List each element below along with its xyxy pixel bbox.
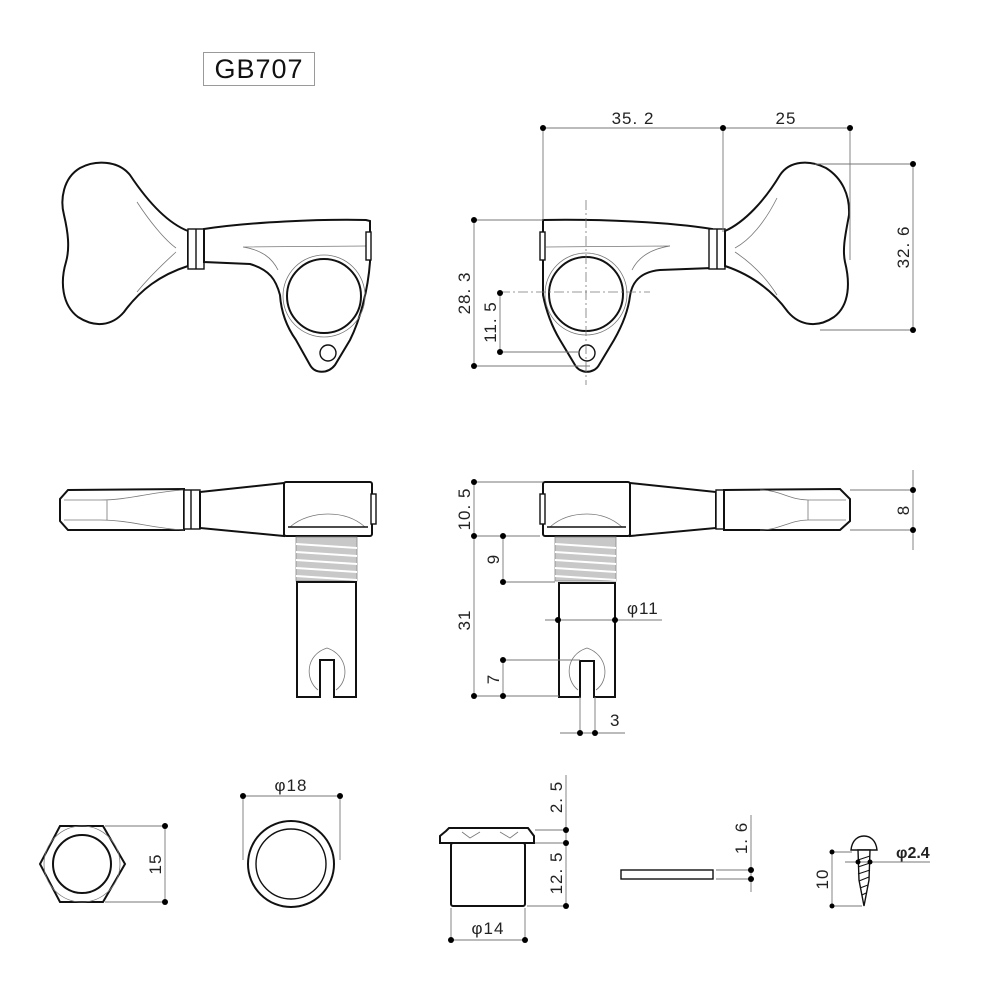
svg-text:9: 9 bbox=[484, 554, 503, 564]
dimension-phi-11: φ11 bbox=[545, 599, 662, 623]
svg-text:28. 3: 28. 3 bbox=[455, 272, 474, 315]
tuner-side-view-right: 10. 5 8 9 31 φ11 bbox=[455, 470, 916, 736]
dimension-9: 9 bbox=[484, 533, 555, 585]
svg-text:25: 25 bbox=[776, 109, 797, 128]
model-title: GB707 bbox=[203, 52, 315, 86]
svg-text:φ18: φ18 bbox=[275, 776, 308, 795]
dimension-28-3: 28. 3 11. 5 bbox=[455, 217, 590, 369]
svg-text:31: 31 bbox=[455, 610, 474, 631]
tuner-front-view-right: 35. 2 25 32. 6 28. 3 11. 5 bbox=[455, 109, 916, 385]
dimension-3: 3 bbox=[560, 697, 625, 736]
washer: φ18 bbox=[240, 776, 343, 908]
tuner-front-view-left bbox=[61, 161, 372, 373]
svg-text:10. 5: 10. 5 bbox=[455, 488, 474, 531]
svg-text:12. 5: 12. 5 bbox=[547, 852, 566, 895]
svg-text:7: 7 bbox=[484, 674, 503, 684]
svg-text:φ2.4: φ2.4 bbox=[896, 845, 930, 862]
svg-text:11. 5: 11. 5 bbox=[481, 301, 500, 343]
svg-text:2. 5: 2. 5 bbox=[547, 781, 566, 813]
dimension-8: 8 bbox=[850, 470, 916, 550]
svg-text:1. 6: 1. 6 bbox=[732, 822, 751, 854]
svg-text:φ11: φ11 bbox=[627, 599, 659, 618]
dimension-10-5: 10. 5 bbox=[455, 479, 543, 696]
dimension-32-6: 32. 6 bbox=[815, 161, 916, 333]
tuner-side-view-left bbox=[59, 481, 377, 698]
dimension-31: 31 bbox=[455, 610, 559, 699]
svg-text:φ14: φ14 bbox=[472, 919, 505, 938]
svg-text:10: 10 bbox=[813, 869, 832, 890]
plate: 1. 6 bbox=[620, 815, 754, 892]
dimension-35-2: 35. 2 25 bbox=[540, 109, 853, 260]
svg-text:32. 6: 32. 6 bbox=[894, 226, 913, 269]
svg-text:35. 2: 35. 2 bbox=[612, 109, 655, 128]
dimension-7: 7 bbox=[484, 657, 580, 699]
svg-text:3: 3 bbox=[610, 711, 620, 730]
svg-text:15: 15 bbox=[146, 854, 165, 875]
hex-nut: 15 bbox=[38, 823, 168, 905]
bushing: 2. 5 12. 5 φ14 bbox=[439, 775, 569, 943]
svg-text:8: 8 bbox=[894, 505, 913, 515]
screw: 10 φ2.4 bbox=[813, 835, 930, 909]
